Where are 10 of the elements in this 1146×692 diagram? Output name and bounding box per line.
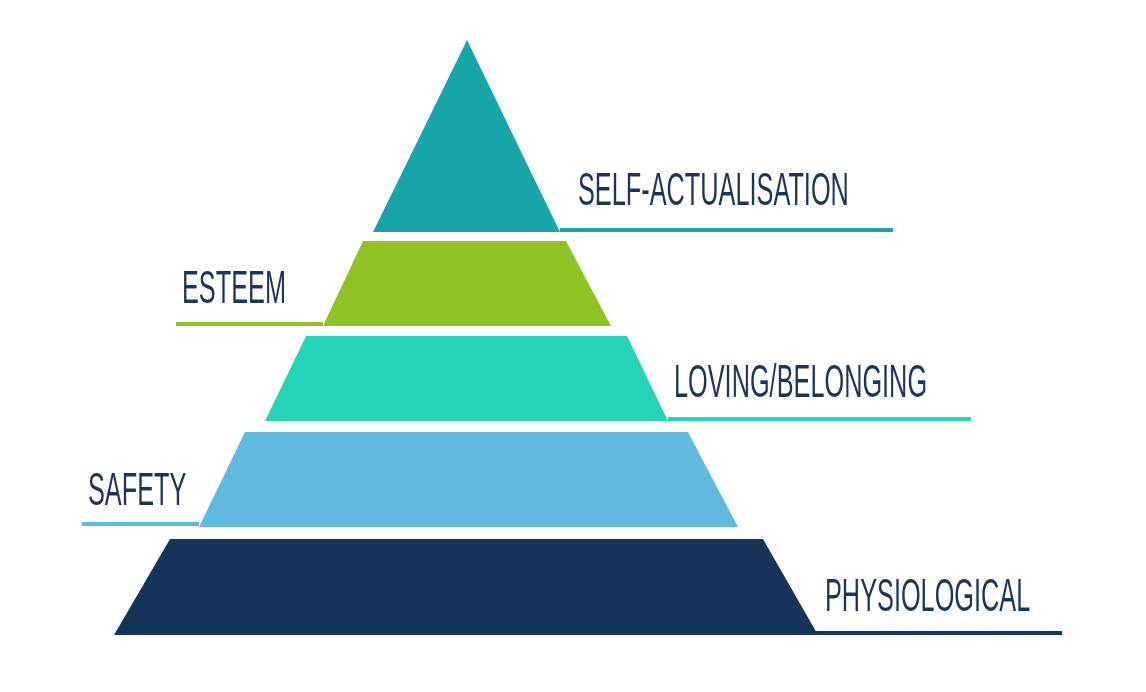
pyramid-tier [323, 241, 611, 326]
tier-label: SELF-ACTUALISATION [578, 166, 849, 212]
pyramid-tier [373, 40, 560, 232]
tier-label: ESTEEM [182, 264, 287, 310]
pyramid-tier [265, 336, 668, 421]
tier-label: SAFETY [88, 466, 187, 512]
pyramid-tier [199, 432, 738, 527]
tier-label: LOVING/BELONGING [674, 358, 928, 404]
pyramid-tier [114, 539, 818, 635]
tier-label: PHYSIOLOGICAL [825, 572, 1031, 618]
